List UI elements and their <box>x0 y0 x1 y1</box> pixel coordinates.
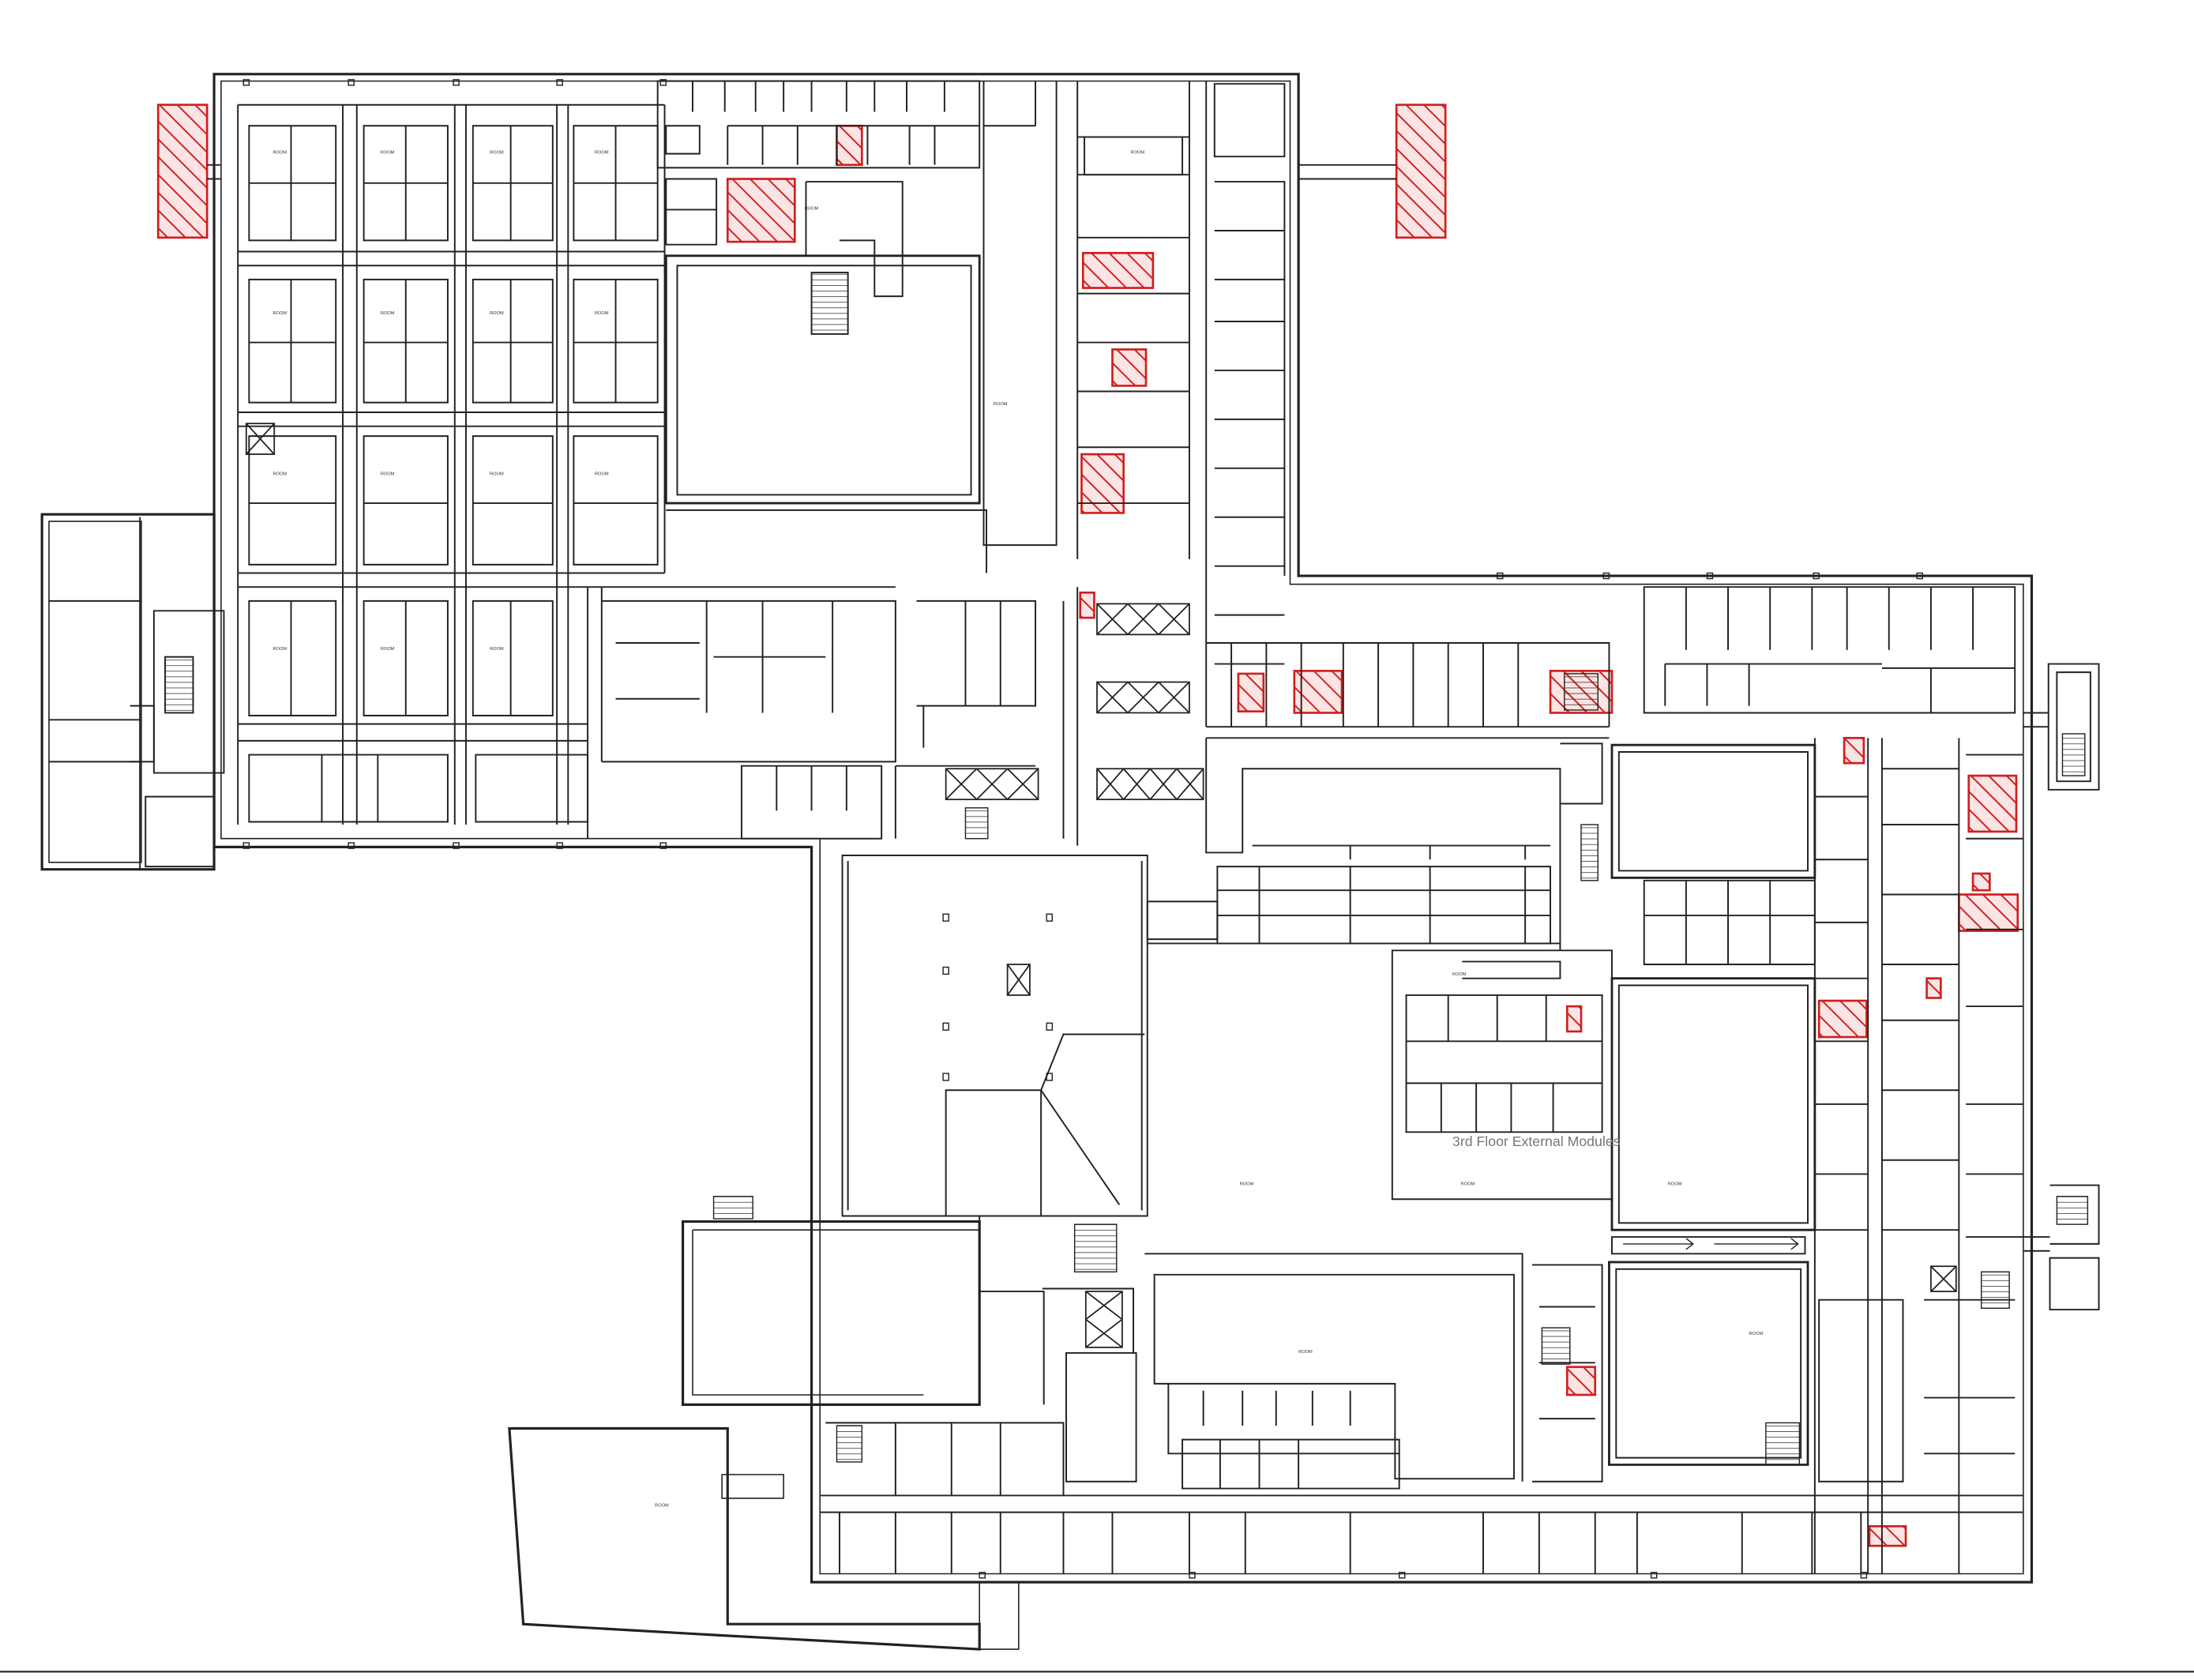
svg-text:ROOM: ROOM <box>381 647 395 652</box>
external-modules-label: 3rd Floor External Modules <box>1452 1133 1621 1149</box>
svg-text:ROOM: ROOM <box>805 206 819 211</box>
structural-columns <box>242 79 1924 1579</box>
svg-text:ROOM: ROOM <box>595 151 609 156</box>
svg-text:ROOM: ROOM <box>1240 1182 1254 1187</box>
hatched-zones <box>156 103 2019 1547</box>
svg-text:ROOM: ROOM <box>994 402 1008 407</box>
interior-walls <box>49 80 2100 1574</box>
svg-text:ROOM: ROOM <box>655 1504 669 1509</box>
svg-text:ROOM: ROOM <box>381 472 395 477</box>
direction-arrows <box>1623 1238 1799 1250</box>
svg-text:ROOM: ROOM <box>490 472 504 477</box>
svg-text:ROOM: ROOM <box>272 311 287 316</box>
building-outline <box>0 73 2194 1673</box>
svg-text:ROOM: ROOM <box>272 647 287 652</box>
svg-text:ROOM: ROOM <box>381 151 395 156</box>
svg-text:ROOM: ROOM <box>490 311 504 316</box>
svg-text:ROOM: ROOM <box>595 311 609 316</box>
svg-text:ROOM: ROOM <box>1461 1182 1475 1187</box>
svg-text:ROOM: ROOM <box>1298 1350 1313 1355</box>
svg-text:ROOM: ROOM <box>272 472 287 477</box>
svg-text:ROOM: ROOM <box>272 151 287 156</box>
hatched-zone-ne-exterior <box>1395 103 1447 239</box>
hatched-zone-nw-exterior <box>156 103 209 239</box>
svg-text:ROOM: ROOM <box>490 151 504 156</box>
svg-text:ROOM: ROOM <box>595 472 609 477</box>
svg-text:ROOM: ROOM <box>490 647 504 652</box>
svg-text:ROOM: ROOM <box>381 311 395 316</box>
svg-text:ROOM: ROOM <box>1749 1332 1764 1336</box>
room-label-group: ROOM ROOM ROOM ROOM ROOM ROOM ROOM ROOM ROOM… <box>272 151 1763 1509</box>
stairs <box>712 673 2089 1466</box>
svg-text:ROOM: ROOM <box>1131 151 1145 156</box>
svg-text:ROOM: ROOM <box>1452 972 1467 977</box>
svg-text:ROOM: ROOM <box>1668 1182 1682 1187</box>
